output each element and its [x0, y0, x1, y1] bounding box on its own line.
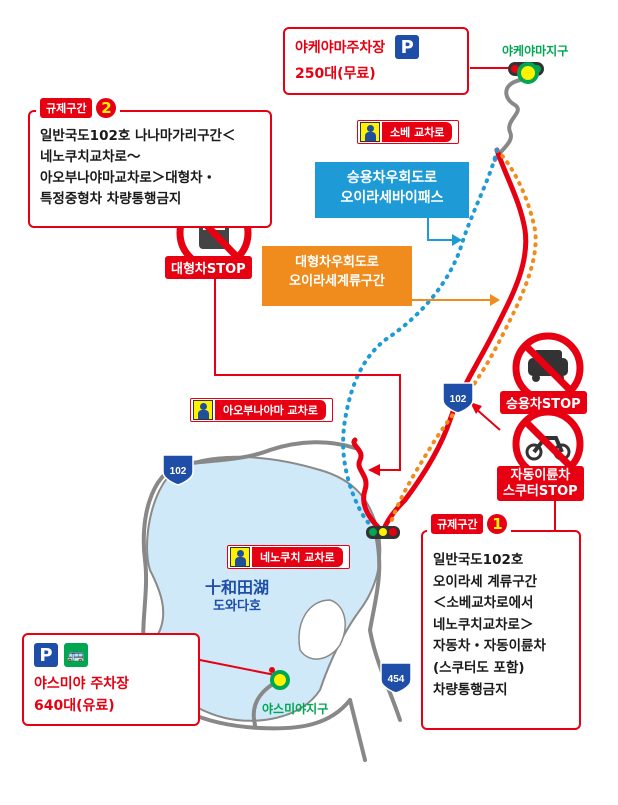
zone1-description: 일반국도102호 오이라세 계류구간 ＜소베교차로에서 네노쿠치교차로＞ 자동차…: [433, 552, 546, 698]
bypass-large-route: [388, 148, 538, 527]
stop-car-label: 승용차STOP: [500, 391, 587, 414]
police-icon: [360, 122, 380, 142]
route-shield-454: 454: [380, 662, 412, 694]
parking-top-box: 야케야마주차장 P 250대(무료): [283, 27, 469, 95]
bypass-large-box: 대형차우회도로 오이라세계류구간: [262, 246, 412, 306]
zone2-description: 일반국도102호 나나마가리구간＜ 네노쿠치교차로～ 아오부나야마교차로＞대형차…: [40, 128, 236, 207]
parking-top-capacity: 250대(무료): [295, 66, 376, 82]
no-car-sign: [512, 332, 584, 404]
parking-bottom-name: 야스미야 주차장: [34, 676, 130, 692]
junction-nenokuchi-label: 네노쿠치 교차로: [252, 547, 343, 567]
route-454-number: 454: [388, 674, 405, 685]
stop-moto-label: 자동이륜차 스쿠터STOP: [497, 466, 584, 502]
route-102-east-number: 102: [450, 394, 467, 405]
junction-nenokuchi-tag: 네노쿠치 교차로: [227, 545, 350, 569]
route-102-west-number: 102: [170, 466, 187, 477]
police-icon: [230, 547, 250, 567]
parking-icon: P: [34, 643, 58, 667]
bypass-car-box: 승용차우회도로 오이라세바이패스: [315, 162, 469, 218]
lake-name-kanji: 十和田湖: [205, 578, 269, 597]
parking-bottom-box: P 🚌 야스미야 주차장 640대(유료): [22, 633, 200, 726]
junction-aobunayama-label: 아오부나야마 교차로: [215, 400, 326, 420]
zone2-box: 규제구간 2 일반국도102호 나나마가리구간＜ 네노쿠치교차로～ 아오부나야마…: [28, 98, 272, 228]
district-top-marker: [517, 62, 539, 84]
route-102-oirase: [380, 147, 529, 535]
junction-aobunayama-tag: 아오부나야마 교차로: [190, 398, 333, 422]
lake-peninsula: [298, 599, 346, 660]
traffic-light-nenokuchi: [366, 526, 400, 539]
route-shield-102-west: 102: [162, 454, 194, 486]
district-bottom-label: 야스미야지구: [262, 702, 329, 716]
route-shield-102-east: 102: [442, 382, 474, 414]
junction-sobe-label: 소베 교차로: [382, 122, 453, 142]
lake-name-korean: 도와다호: [213, 598, 261, 614]
junction-sobe-tag: 소베 교차로: [357, 120, 460, 144]
bypass-car-route: [341, 148, 499, 534]
no-motorcycle-sign: [512, 408, 584, 480]
zone1-number: 1: [487, 514, 508, 534]
route-102-nanamagari: [351, 437, 386, 535]
district-top-label: 야케야마지구: [502, 44, 569, 58]
zone2-label: 규제구간: [40, 98, 93, 118]
zone1-label: 규제구간: [431, 514, 484, 534]
parking-bottom-capacity: 640대(유료): [34, 698, 115, 714]
police-icon: [193, 400, 213, 420]
stop-large-label: 대형차STOP: [165, 256, 252, 279]
zone2-number: 2: [96, 98, 117, 118]
arrow-to-nenokuchi: [368, 464, 380, 476]
arrow-orange: [490, 294, 500, 306]
zone1-box: 규제구간 1 일반국도102호 오이라세 계류구간 ＜소베교차로에서 네노쿠치교…: [421, 514, 581, 730]
bus-icon: 🚌: [64, 643, 88, 667]
parking-top-name: 야케야마주차장: [295, 40, 386, 56]
connector-lines: [199, 67, 556, 676]
district-bottom-marker: [270, 670, 290, 690]
parking-icon: P: [395, 35, 420, 59]
